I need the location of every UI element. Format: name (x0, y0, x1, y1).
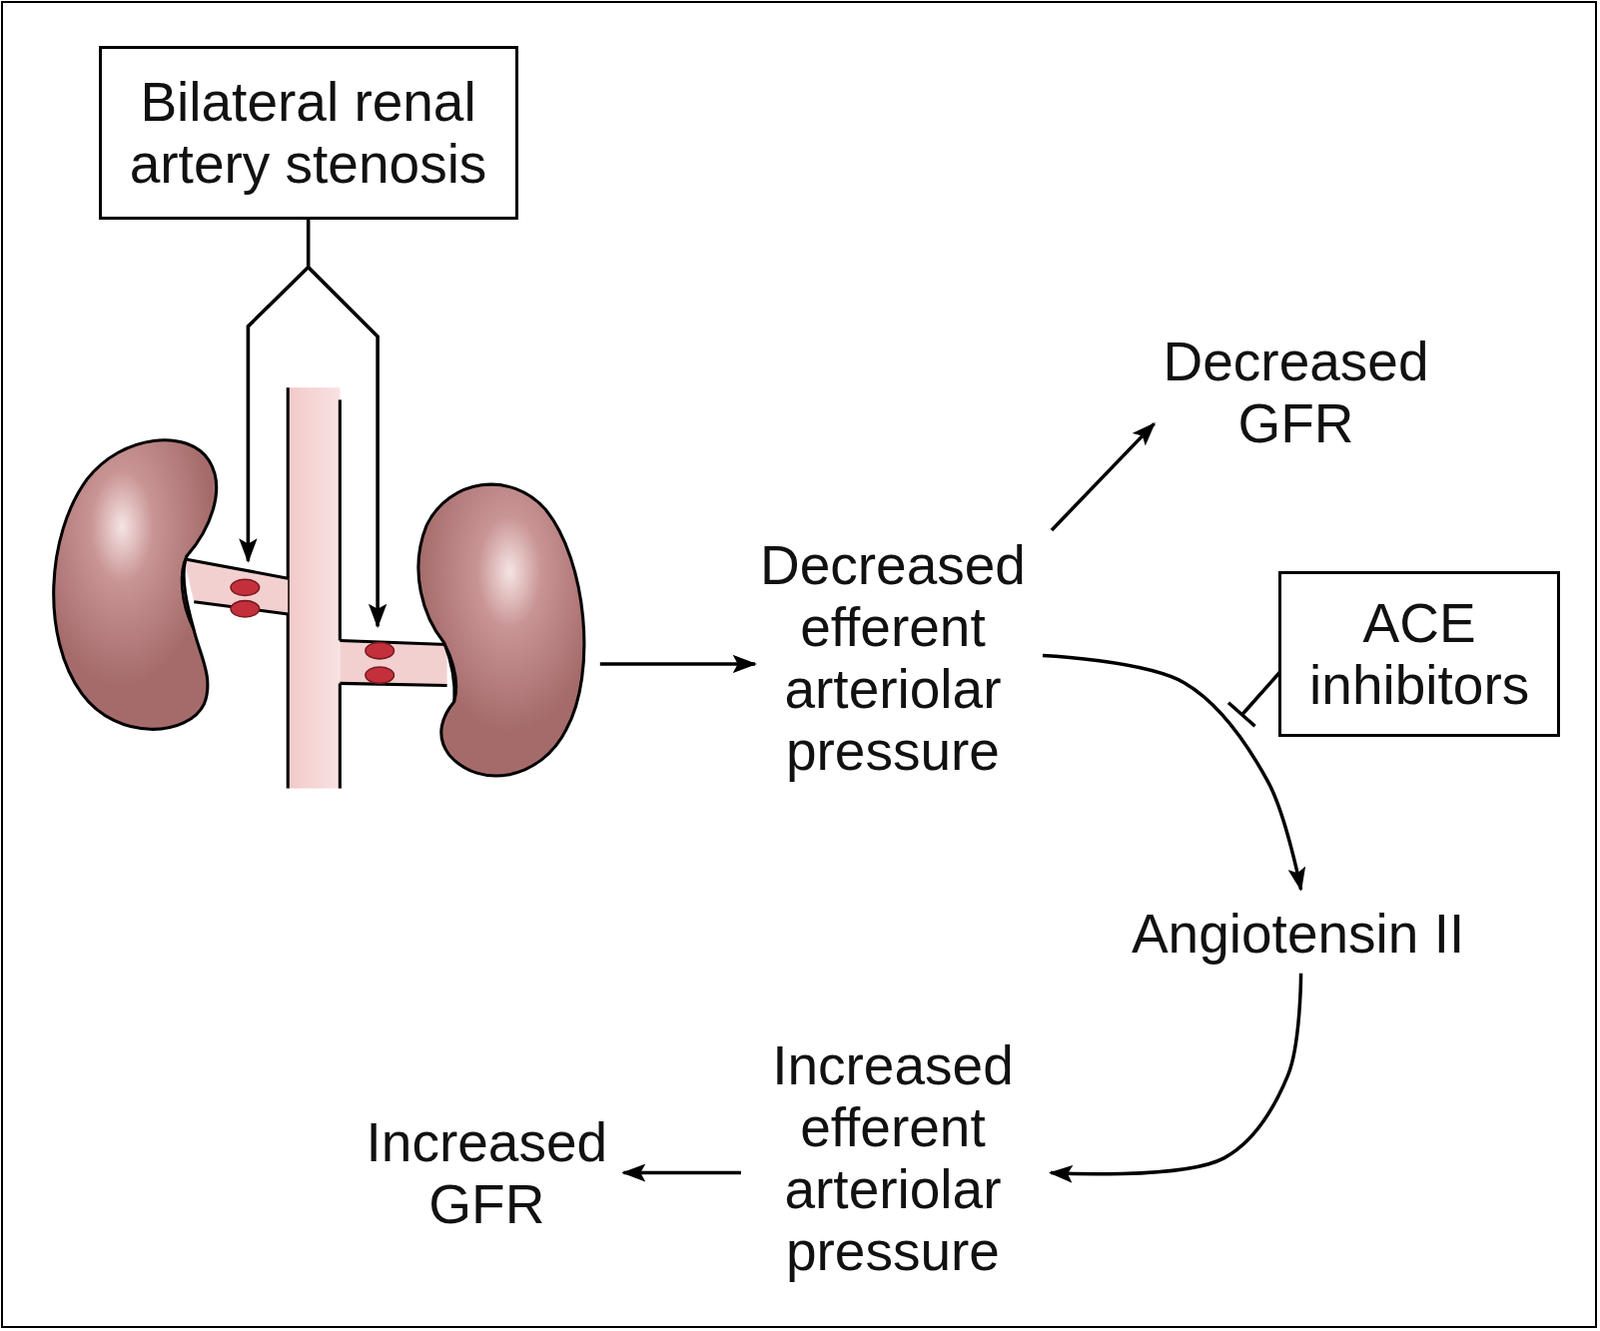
node-label: Increased GFR (361, 1111, 612, 1236)
flow-arrow (600, 662, 756, 667)
node-label: Increased efferent arteriolar pressure (753, 1034, 1033, 1283)
stenosis-plaque (230, 579, 260, 596)
flow-arrow (1042, 655, 1302, 889)
cause-box: Bilateral renal artery stenosis (98, 45, 519, 220)
aorta (287, 387, 340, 789)
outcome-text: Decreased GFR (1154, 329, 1439, 456)
node-label: Bilateral renal artery stenosis (123, 70, 494, 195)
hormone-text: Angiotensin II (1129, 901, 1467, 966)
outcome-text: Increased GFR (359, 1110, 614, 1237)
drug-box: ACE inhibitors (1278, 571, 1561, 738)
stenosis-plaque (230, 601, 260, 618)
pointer-arrow (247, 215, 308, 562)
flow-arrow (1050, 973, 1302, 1175)
state-text: Decreased efferent arteriolar pressure (751, 533, 1035, 784)
node-label: Decreased GFR (1156, 330, 1437, 455)
state-text: Increased efferent arteriolar pressure (751, 1033, 1035, 1284)
stenosis-plaque (365, 643, 395, 660)
flow-arrow (623, 1171, 742, 1176)
inhibition-bar (1228, 703, 1256, 727)
stenosis-plaque (365, 667, 395, 684)
kidney (418, 484, 585, 777)
kidney (53, 440, 217, 731)
node-label: Angiotensin II (1131, 902, 1465, 965)
renal-artery (339, 640, 447, 686)
node-label: ACE inhibitors (1299, 592, 1540, 717)
inhibition-line (1242, 668, 1284, 715)
flow-arrow (1051, 423, 1155, 531)
pointer-arrow (308, 267, 378, 628)
node-label: Decreased efferent arteriolar pressure (753, 534, 1033, 783)
